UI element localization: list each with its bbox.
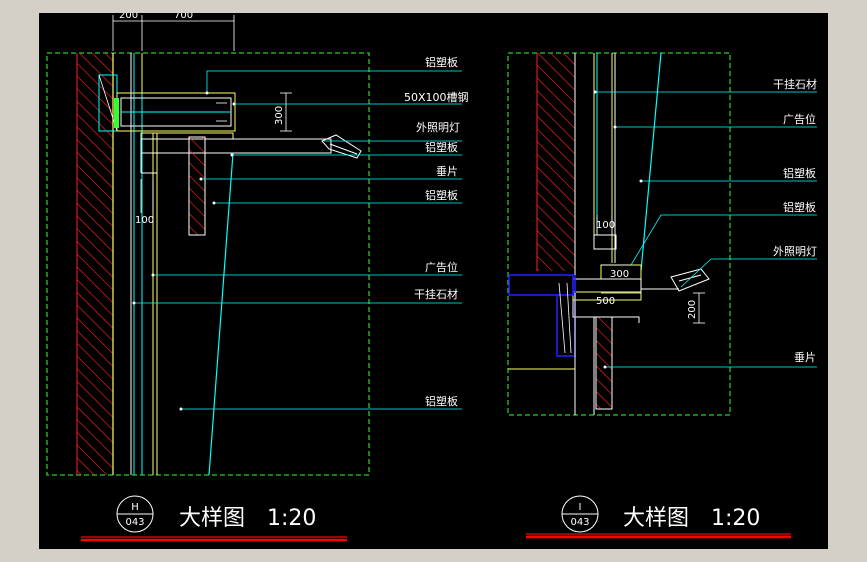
title-right: I 043 大样图 1:20 [526,495,791,539]
detail-left: 200 700 300 [46,13,469,542]
label-alu-panel-4: 铝塑板 [425,394,458,408]
leaders-right [595,91,817,368]
light-fixture-right [670,268,710,292]
label-right-ad-space: 广告位 [783,112,816,126]
detail-boundary [46,52,370,476]
brick-wall [77,53,113,475]
dim-right-500: 500 [596,296,615,307]
label-alu-panel-1: 铝塑板 [425,55,458,69]
vertical-fin-right [595,316,613,410]
title-left: H 043 大样图 1:20 [81,495,347,542]
label-external-light: 外照明灯 [416,121,460,134]
brick-wall-right [537,53,575,271]
label-ad-space: 广告位 [425,260,458,274]
label-dry-stone: 干挂石材 [414,287,458,301]
detail-right: 100 300 500 200 干挂石材 广告位 铝塑板 铝塑板 外照明灯 垂片… [507,52,817,539]
bubble-right-top: I [579,502,582,513]
dim-right-300: 300 [610,269,629,280]
label-alu-panel-3: 铝塑板 [425,188,458,202]
slanted-panel [208,152,234,476]
light-fixture-left [321,134,362,159]
green-anchor [114,98,119,128]
dim-right-100: 100 [596,220,615,231]
dim-100: 100 [135,215,154,226]
slanted-panel-right [640,52,662,272]
blue-beam [508,274,576,357]
dim-300-lines [280,92,292,132]
label-right-dry-stone: 干挂石材 [773,77,817,91]
dims-right-lines [596,215,705,324]
dim-top-700: 700 [174,13,193,21]
bubble-right-bottom: 043 [570,517,589,528]
bubble-left-bottom: 043 [125,517,144,528]
label-fin: 垂片 [436,165,458,178]
title-right-text: 大样图 [623,506,689,531]
title-left-text: 大样图 [179,506,245,531]
label-right-external-light: 外照明灯 [773,245,817,258]
top-dimension [112,15,235,51]
title-right-scale: 1:20 [711,506,760,531]
dim-top-200: 200 [119,13,138,21]
bubble-left-top: H [131,502,139,513]
cad-viewport[interactable]: 200 700 300 [39,13,828,549]
leaders-left [134,70,462,410]
detail-boundary-right [507,52,731,416]
title-left-scale: 1:20 [267,506,316,531]
label-alu-panel-2: 铝塑板 [425,140,458,154]
vertical-fin [188,136,206,236]
dim-300: 300 [274,106,285,125]
label-right-alu-panel-2: 铝塑板 [783,200,816,214]
label-channel-steel: 50X100槽钢 [404,91,469,104]
dim-right-200: 200 [687,300,698,319]
label-right-alu-panel-1: 铝塑板 [783,166,816,180]
label-right-fin: 垂片 [794,351,816,364]
cad-drawing: 200 700 300 [46,13,817,542]
